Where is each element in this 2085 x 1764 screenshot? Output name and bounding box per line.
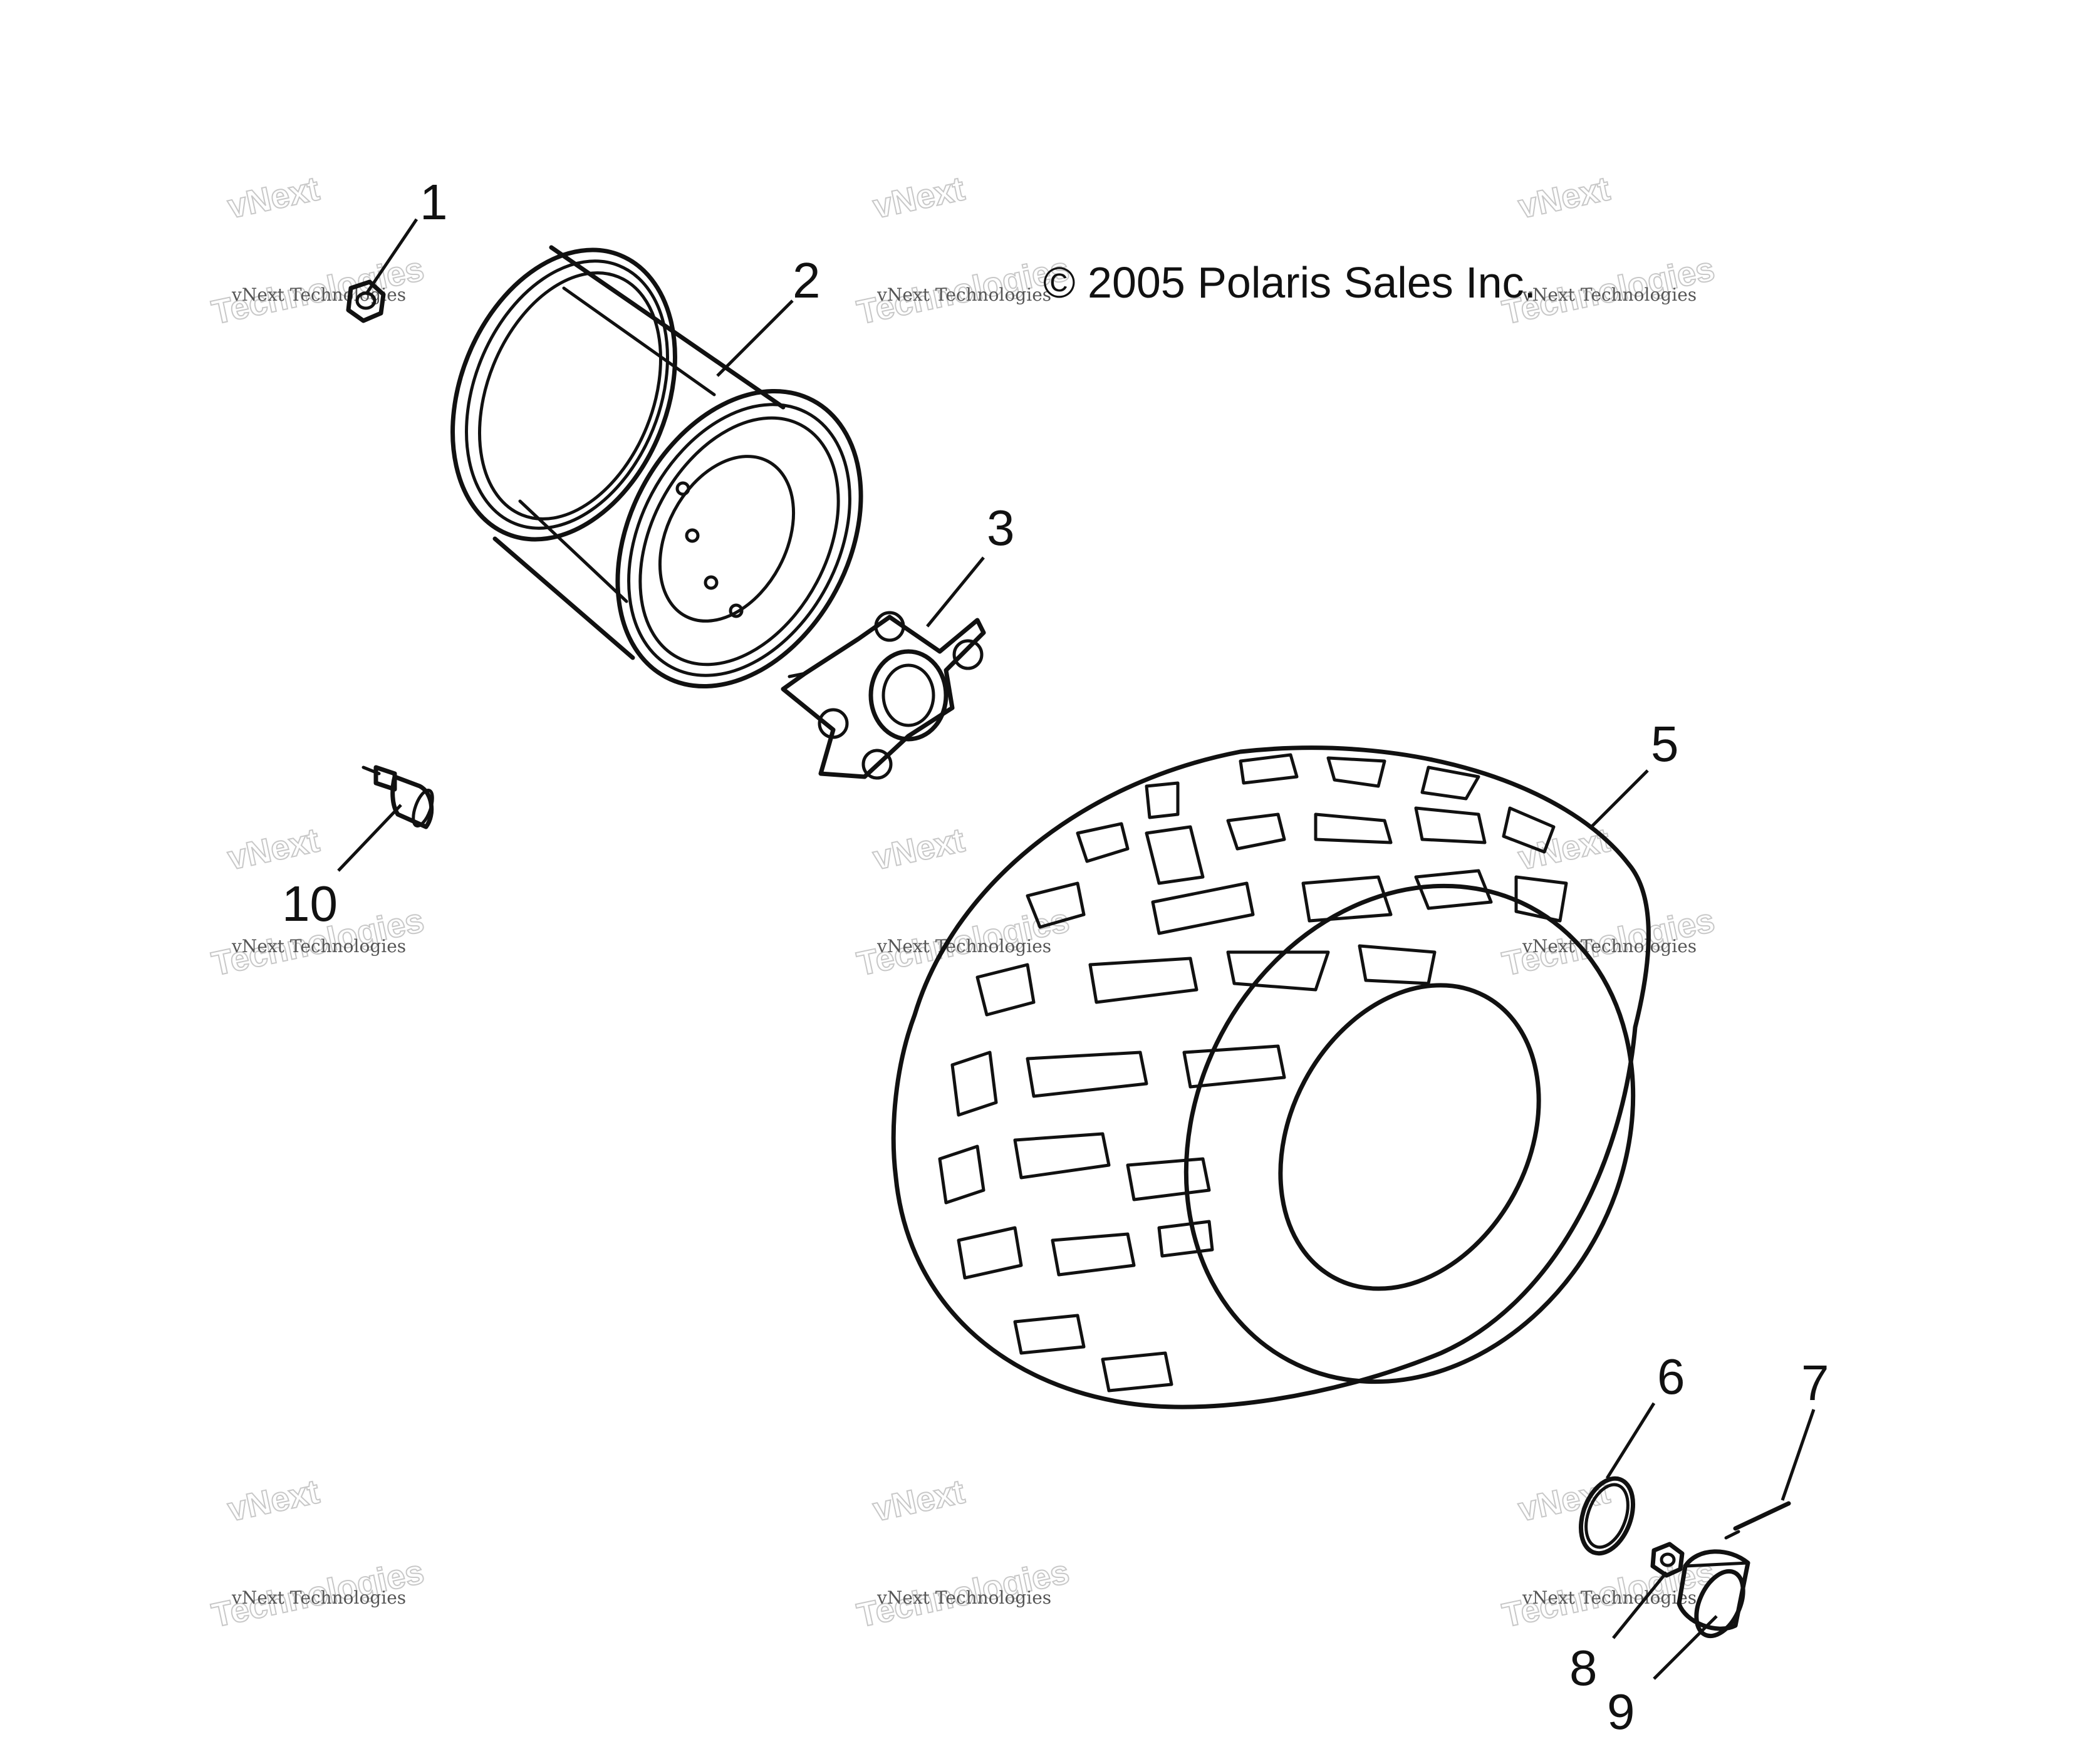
leader-9 <box>1653 1615 1718 1680</box>
leader-1 <box>364 218 419 296</box>
callout-7: 7 <box>1801 1355 1829 1411</box>
part-5-tire <box>891 745 1651 1409</box>
leader-3 <box>926 556 985 628</box>
leader-7 <box>1781 1409 1816 1501</box>
watermark-vnext: vNext <box>870 170 967 226</box>
watermark-vnext: vNext <box>1515 821 1613 877</box>
leader-5 <box>1590 769 1649 828</box>
watermark: vNext Technologies vNext Technologies <box>853 1472 1073 1635</box>
watermark-text: vNext Technologies <box>876 284 1051 305</box>
part-7-cotter-pin <box>1724 1501 1791 1540</box>
leader-10 <box>337 804 402 872</box>
copyright-notice: © 2005 Polaris Sales Inc. <box>1043 258 1536 307</box>
part-3-hub <box>781 611 986 780</box>
watermark-vnext: vNext <box>1515 1473 1613 1528</box>
watermark-vnext: vNext <box>1515 170 1613 226</box>
watermark-vnext: vNext <box>224 170 322 226</box>
watermark-vnext: vNext <box>224 821 322 877</box>
callout-9: 9 <box>1607 1684 1635 1740</box>
watermark-vnext: vNext <box>870 821 967 877</box>
tread-pattern <box>938 753 1568 1393</box>
leader-lines <box>337 218 1816 1680</box>
watermark-text: vNext Technologies <box>876 1587 1051 1608</box>
watermark-text: vNext Technologies <box>876 936 1051 957</box>
leader-8 <box>1612 1571 1668 1639</box>
part-6-o-ring <box>1578 1476 1636 1556</box>
callout-3: 3 <box>987 500 1015 556</box>
part-10-valve-stem <box>361 765 434 829</box>
leader-6 <box>1605 1402 1656 1480</box>
part-8-castle-nut <box>1650 1542 1685 1578</box>
watermark: vNext Technologies vNext Technologies <box>1499 169 1718 332</box>
callout-10: 10 <box>282 876 338 931</box>
watermark-text: vNext Technologies <box>231 284 406 305</box>
watermark-text: vNext Technologies <box>1522 1587 1697 1608</box>
callout-8: 8 <box>1569 1640 1598 1696</box>
callout-5: 5 <box>1651 716 1679 772</box>
callout-2: 2 <box>793 252 821 308</box>
leader-2 <box>716 299 794 377</box>
watermark-text: vNext Technologies <box>231 1587 406 1608</box>
watermark-vnext: vNext <box>224 1473 322 1528</box>
watermark-text: vNext Technologies <box>231 936 406 957</box>
watermark-vnext: vNext <box>870 1473 967 1528</box>
watermark: vNext Technologies vNext Technologies <box>853 821 1073 983</box>
watermark: vNext Technologies vNext Technologies <box>208 1472 428 1635</box>
callout-1: 1 <box>420 174 448 230</box>
watermark-text: vNext Technologies <box>1522 936 1697 957</box>
watermark-text: vNext Technologies <box>1522 284 1697 305</box>
callout-6: 6 <box>1657 1349 1685 1404</box>
part-9-hub-cap <box>1677 1549 1750 1639</box>
watermark: vNext Technologies vNext Technologies <box>853 169 1073 332</box>
callout-numbers: 1 2 3 5 6 7 8 9 10 <box>282 174 1829 1740</box>
part-2-wheel-rim <box>450 245 863 689</box>
